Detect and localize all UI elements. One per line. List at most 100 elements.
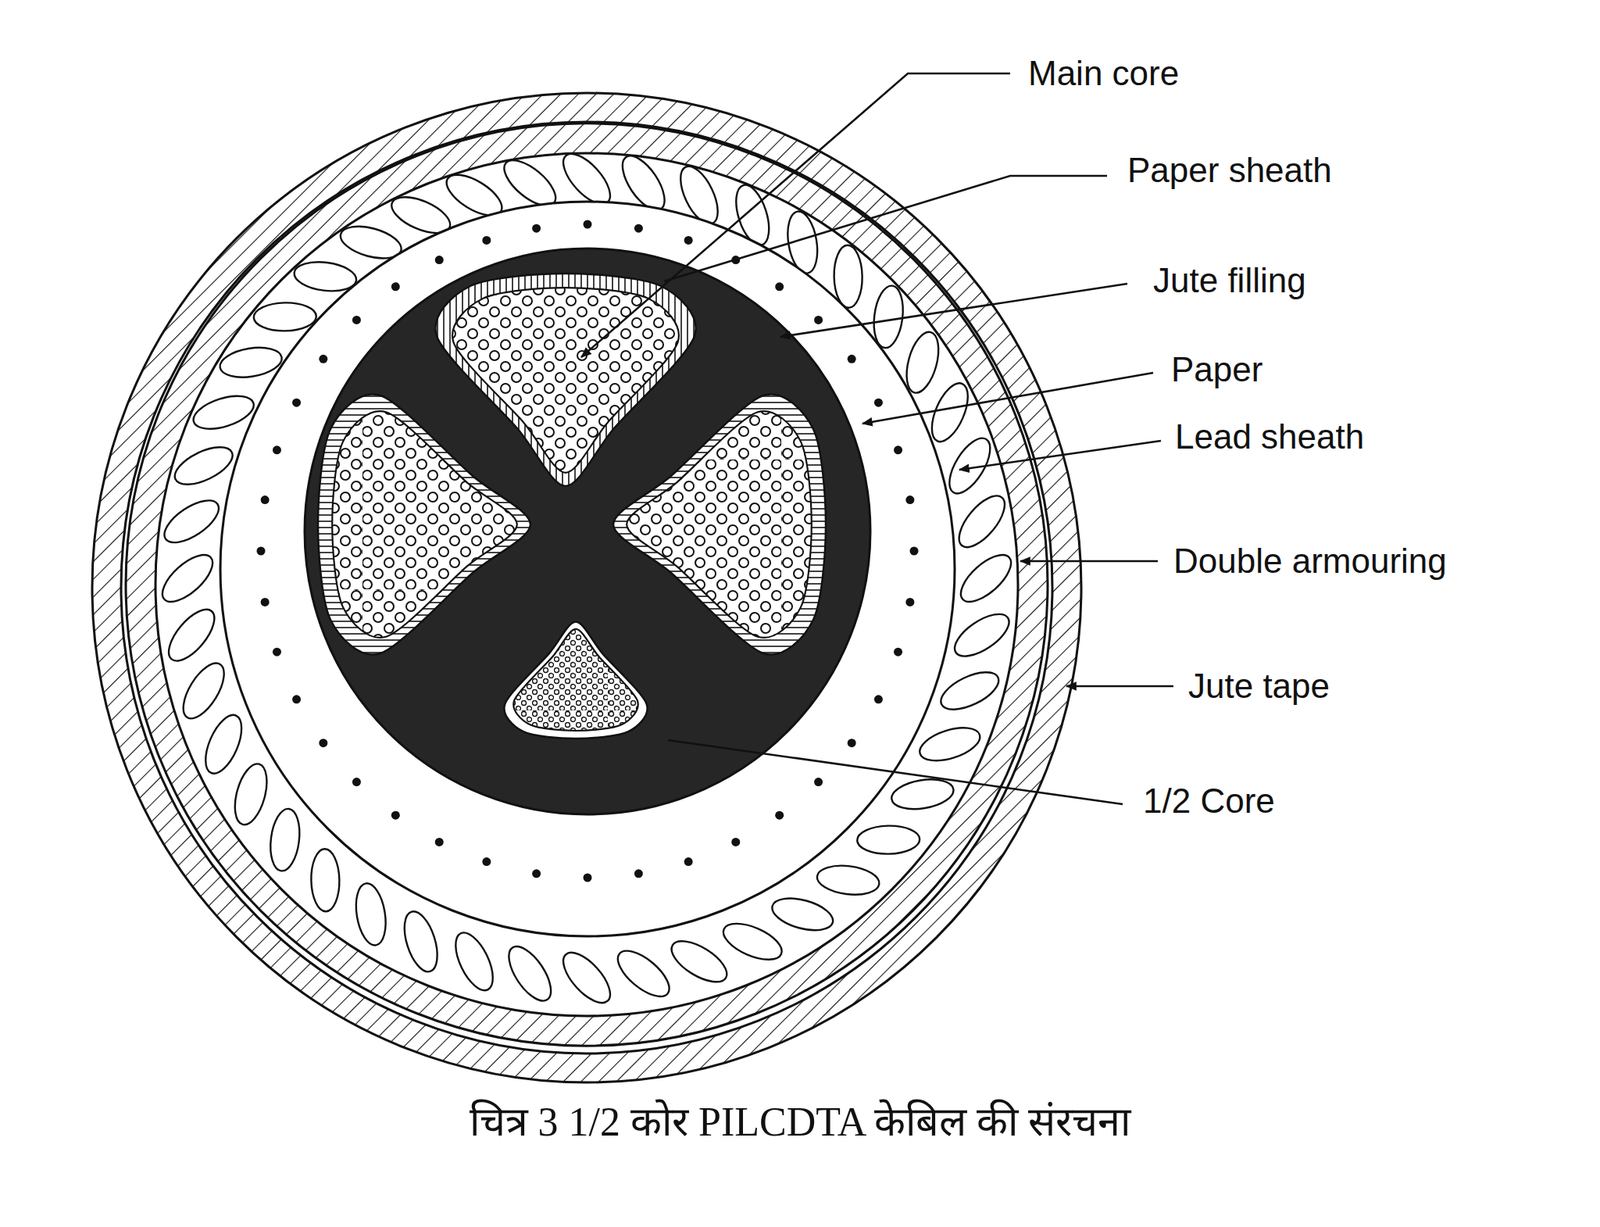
leader-line [1066, 685, 1174, 688]
paper-dot [272, 647, 282, 657]
paper-dot [260, 495, 270, 504]
armour-wire [228, 760, 273, 829]
paper-dot [775, 282, 784, 291]
armour-wire [889, 775, 957, 813]
paper-dot [847, 354, 857, 364]
paper-ring [220, 201, 955, 936]
armour-wire [717, 915, 787, 967]
paper-dot [684, 235, 693, 245]
armour-wire [815, 861, 882, 898]
paper-dot [272, 445, 282, 454]
core-insulation [503, 621, 647, 739]
armour-wires [154, 146, 1019, 1011]
conductor-core [435, 273, 696, 486]
paper-dot [634, 224, 643, 233]
conductor-cores [317, 273, 826, 739]
paper-dot [318, 738, 328, 747]
armour-wire [310, 848, 341, 912]
conductor-core [613, 393, 826, 654]
paper-dot [874, 694, 883, 704]
armour-wire [198, 709, 250, 779]
paper-dot [292, 398, 301, 408]
armour-wire [169, 439, 239, 493]
paper-dot [482, 235, 491, 245]
paper-dot [532, 868, 541, 878]
armour-wire [950, 488, 1013, 554]
part-label: Paper [1171, 350, 1263, 389]
part-label: Lead sheath [1175, 417, 1365, 456]
paper-dot [391, 810, 400, 820]
armour-wire [953, 546, 1019, 610]
paper-dot [482, 857, 491, 866]
paper-dot [583, 220, 593, 229]
paper-dot [893, 445, 903, 454]
core-insulation [435, 273, 696, 486]
paper-dot [814, 777, 823, 786]
leader-lines [581, 73, 1174, 804]
armour-wire [267, 807, 304, 873]
core-strands [626, 410, 812, 638]
paper-dot [910, 546, 919, 556]
armour-wire [154, 546, 221, 610]
armour-wire [610, 942, 676, 1004]
paper-dot [847, 738, 857, 747]
paper-dot [435, 837, 444, 847]
paper-dot [905, 597, 915, 607]
armour-wire [915, 721, 984, 767]
paper-dots [257, 220, 919, 883]
part-label: Jute tape [1188, 667, 1330, 705]
armour-wire [833, 244, 864, 308]
jute-filling [304, 248, 871, 815]
part-label: Jute filling [1153, 261, 1307, 300]
leader-line [581, 73, 1011, 358]
figure-caption: चित्र 3 1/2 कोर PILCDTA केबिल की संरचना [0, 1097, 1600, 1147]
paper-dot [352, 315, 361, 325]
armour-wire [500, 939, 559, 1008]
paper-dot [391, 282, 400, 291]
core-strands [452, 287, 679, 473]
armour-ring [125, 123, 1048, 1046]
paper-dot [684, 857, 693, 866]
armour-wire [398, 907, 444, 975]
paper-dot [435, 255, 444, 265]
conductor-core [317, 393, 531, 654]
leader-line [664, 175, 1108, 282]
core-strands [332, 410, 518, 638]
leader-line [667, 739, 1123, 804]
armour-wire [870, 283, 907, 350]
paper-dot [775, 810, 784, 820]
core-strands [513, 628, 638, 731]
armour-wire [948, 606, 1017, 665]
jute-tape-ring [92, 92, 1082, 1083]
armour-wire [555, 944, 618, 1011]
paper-dot [532, 224, 541, 233]
core-insulation [317, 393, 531, 654]
part-label: Double armouring [1173, 542, 1447, 580]
paper-dot [260, 597, 270, 607]
armour-wire [175, 656, 233, 725]
paper-dot [352, 777, 361, 786]
leader-line [862, 372, 1154, 424]
paper-dot [893, 647, 903, 657]
part-label: Paper sheath [1127, 151, 1333, 190]
paper-dot [874, 398, 883, 408]
paper-dot [731, 837, 740, 847]
conductor-core [503, 621, 647, 739]
armour-wire [768, 892, 837, 936]
armour-wire [448, 926, 501, 996]
paper-dot [905, 495, 915, 504]
paper-dot [814, 315, 823, 325]
armour-wire [253, 302, 317, 333]
leader-line [959, 440, 1161, 470]
leader-line [780, 283, 1128, 337]
armour-wire [157, 492, 226, 550]
paper-dot [634, 868, 643, 878]
part-label: Main core [1028, 54, 1179, 93]
armour-wire [160, 601, 223, 668]
armour-wire [352, 881, 390, 948]
paper-dot [292, 694, 301, 704]
armour-wire [664, 932, 733, 990]
part-label: 1/2 Core [1142, 782, 1275, 820]
